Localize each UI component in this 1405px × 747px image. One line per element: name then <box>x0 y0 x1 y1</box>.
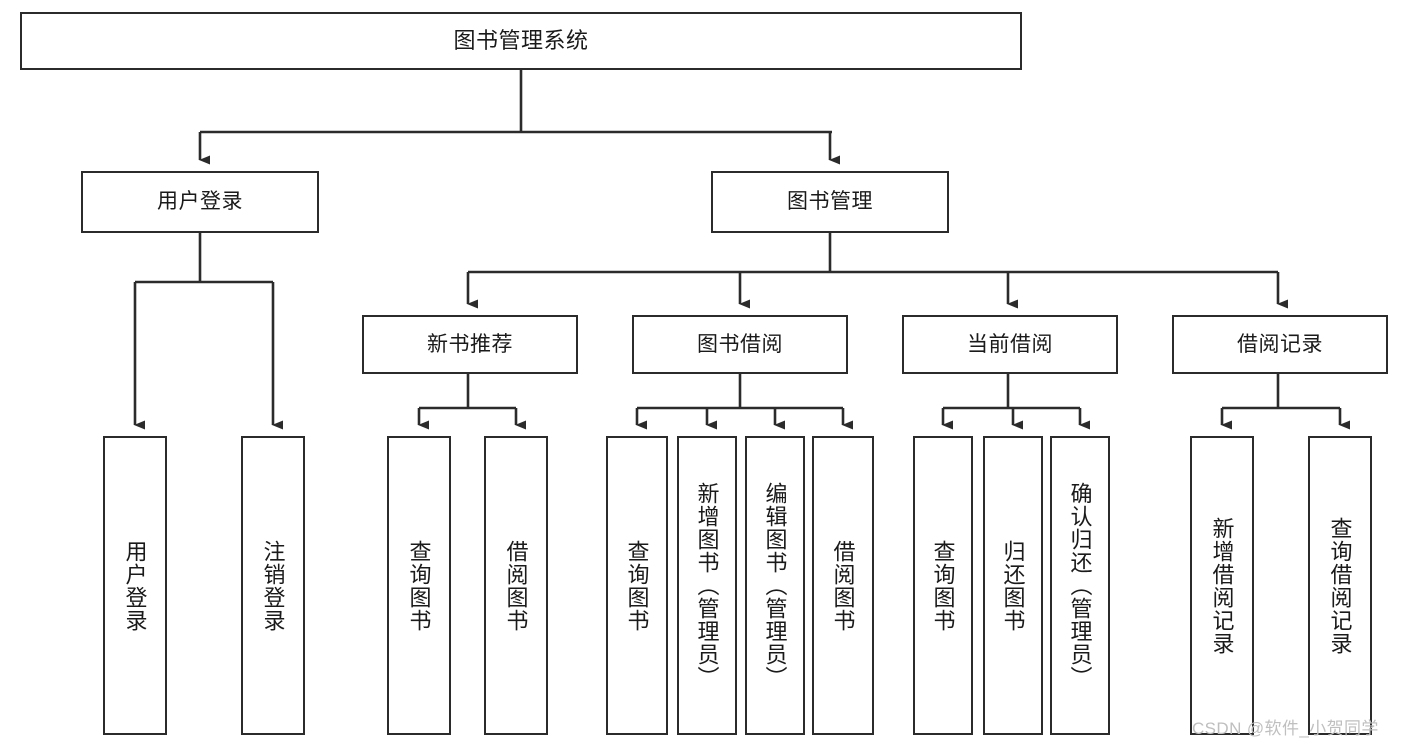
node-book-borrow[interactable]: 图书借阅 <box>632 315 848 374</box>
leaf-query-borrow-record[interactable]: 查询借阅记录 <box>1308 436 1372 735</box>
node-borrow-record[interactable]: 借阅记录 <box>1172 315 1388 374</box>
node-current-borrow[interactable]: 当前借阅 <box>902 315 1118 374</box>
leaf-borrow-book[interactable]: 借阅图书 <box>812 436 874 735</box>
node-label: 新增借阅记录 <box>1209 516 1235 655</box>
node-label: 编辑图书（管理员） <box>762 482 788 689</box>
node-label: 图书管理系统 <box>453 27 589 53</box>
node-label: 确认归还（管理员） <box>1067 482 1093 689</box>
node-label: 图书借阅 <box>697 332 783 356</box>
leaf-query-book-borrow[interactable]: 查询图书 <box>606 436 668 735</box>
node-label: 图书管理 <box>787 190 873 214</box>
leaf-edit-book-admin[interactable]: 编辑图书（管理员） <box>745 436 805 735</box>
leaf-return-book[interactable]: 归还图书 <box>983 436 1043 735</box>
node-label: 注销登录 <box>260 539 286 632</box>
node-label: 借阅记录 <box>1237 332 1323 356</box>
node-label: 借阅图书 <box>830 539 856 632</box>
node-label: 查询借阅记录 <box>1327 516 1353 655</box>
node-label: 查询图书 <box>406 539 432 632</box>
leaf-user-login[interactable]: 用户登录 <box>103 436 167 735</box>
leaf-borrow-book-newrec[interactable]: 借阅图书 <box>484 436 548 735</box>
node-label: 当前借阅 <box>967 332 1053 356</box>
node-label: 借阅图书 <box>503 539 529 632</box>
leaf-confirm-return-admin[interactable]: 确认归还（管理员） <box>1050 436 1110 735</box>
node-label: 用户登录 <box>122 539 148 632</box>
node-root-system[interactable]: 图书管理系统 <box>20 12 1022 70</box>
node-label: 新书推荐 <box>427 332 513 356</box>
node-label: 新增图书（管理员） <box>694 482 720 689</box>
node-label: 查询图书 <box>624 539 650 632</box>
node-book-management[interactable]: 图书管理 <box>711 171 949 233</box>
leaf-query-book-newrec[interactable]: 查询图书 <box>387 436 451 735</box>
node-user-login[interactable]: 用户登录 <box>81 171 319 233</box>
node-label: 查询图书 <box>930 539 956 632</box>
node-label: 归还图书 <box>1000 539 1026 632</box>
node-label: 用户登录 <box>157 190 243 214</box>
node-new-book-recommendation[interactable]: 新书推荐 <box>362 315 578 374</box>
leaf-query-book-current[interactable]: 查询图书 <box>913 436 973 735</box>
leaf-add-borrow-record[interactable]: 新增借阅记录 <box>1190 436 1254 735</box>
csdn-watermark: CSDN @软件_小贺同学 <box>1192 719 1379 738</box>
leaf-add-book-admin[interactable]: 新增图书（管理员） <box>677 436 737 735</box>
leaf-logout[interactable]: 注销登录 <box>241 436 305 735</box>
